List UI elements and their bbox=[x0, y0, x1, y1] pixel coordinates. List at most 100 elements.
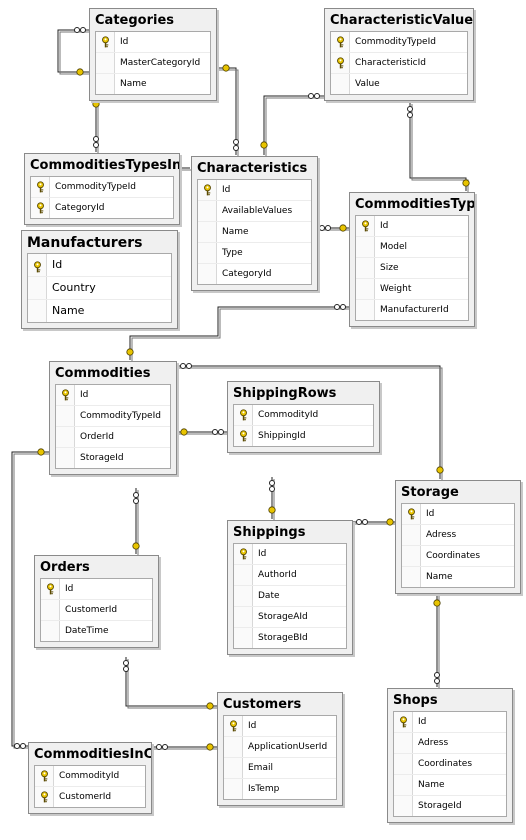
field-row-size[interactable]: Size bbox=[356, 258, 468, 279]
field-row-commoditytypeid[interactable]: CommodityTypeId bbox=[56, 406, 170, 427]
table-commoditiestypes[interactable]: CommoditiesTypesIdModelSizeWeightManufac… bbox=[349, 192, 475, 327]
field-row-id[interactable]: Id bbox=[198, 180, 311, 201]
row-selector[interactable] bbox=[224, 779, 243, 799]
field-row-adress[interactable]: Adress bbox=[402, 525, 514, 546]
field-row-model[interactable]: Model bbox=[356, 237, 468, 258]
row-selector[interactable] bbox=[41, 621, 60, 641]
field-row-coordinates[interactable]: Coordinates bbox=[402, 546, 514, 567]
row-selector[interactable] bbox=[356, 300, 375, 320]
row-selector[interactable] bbox=[96, 74, 115, 94]
field-row-id[interactable]: Id bbox=[224, 716, 336, 737]
table-title[interactable]: Orders bbox=[40, 560, 90, 575]
row-selector[interactable] bbox=[402, 546, 421, 566]
relationship-line[interactable] bbox=[177, 365, 441, 479]
field-row-weight[interactable]: Weight bbox=[356, 279, 468, 300]
field-row-categoryid[interactable]: CategoryId bbox=[198, 264, 311, 284]
field-row-customerid[interactable]: CustomerId bbox=[35, 787, 145, 807]
row-selector[interactable] bbox=[198, 243, 217, 263]
field-row-storageid[interactable]: StorageId bbox=[56, 448, 170, 468]
field-row-applicationuserid[interactable]: ApplicationUserId bbox=[224, 737, 336, 758]
table-title[interactable]: ShippingRows bbox=[233, 386, 337, 401]
field-row-orderid[interactable]: OrderId bbox=[56, 427, 170, 448]
row-selector[interactable] bbox=[56, 427, 75, 447]
field-row-id[interactable]: Id bbox=[356, 216, 468, 237]
row-selector[interactable] bbox=[234, 607, 253, 627]
table-title[interactable]: CharacteristicValues bbox=[330, 13, 474, 28]
field-row-commoditytypeid[interactable]: CommodityTypeId bbox=[331, 32, 467, 53]
field-row-name[interactable]: Name bbox=[28, 300, 171, 322]
relationship-line[interactable] bbox=[409, 102, 467, 191]
relationship-line[interactable] bbox=[57, 29, 89, 73]
row-selector[interactable] bbox=[198, 222, 217, 242]
field-row-storagebid[interactable]: StorageBId bbox=[234, 628, 346, 648]
row-selector[interactable] bbox=[56, 406, 75, 426]
relationship-line[interactable] bbox=[125, 657, 217, 707]
field-row-id[interactable]: Id bbox=[56, 385, 170, 406]
row-selector[interactable] bbox=[96, 53, 115, 73]
field-row-name[interactable]: Name bbox=[402, 567, 514, 587]
field-row-authorid[interactable]: AuthorId bbox=[234, 565, 346, 586]
field-row-istemp[interactable]: IsTemp bbox=[224, 779, 336, 799]
row-selector[interactable] bbox=[198, 201, 217, 221]
relationship-line[interactable] bbox=[263, 95, 324, 155]
row-selector[interactable] bbox=[56, 448, 75, 468]
row-selector[interactable] bbox=[356, 279, 375, 299]
field-row-type[interactable]: Type bbox=[198, 243, 311, 264]
field-row-categoryid[interactable]: CategoryId bbox=[31, 198, 173, 218]
field-row-manufacturerid[interactable]: ManufacturerId bbox=[356, 300, 468, 320]
field-row-commodityid[interactable]: CommodityId bbox=[35, 766, 145, 787]
row-selector[interactable] bbox=[224, 758, 243, 778]
field-row-availablevalues[interactable]: AvailableValues bbox=[198, 201, 311, 222]
row-selector[interactable] bbox=[394, 733, 413, 753]
field-row-customerid[interactable]: CustomerId bbox=[41, 600, 152, 621]
row-selector[interactable] bbox=[28, 300, 47, 322]
field-row-adress[interactable]: Adress bbox=[394, 733, 506, 754]
table-title[interactable]: Categories bbox=[95, 13, 175, 28]
field-row-id[interactable]: Id bbox=[394, 712, 506, 733]
row-selector[interactable] bbox=[41, 600, 60, 620]
row-selector[interactable] bbox=[28, 277, 47, 299]
field-row-commodityid[interactable]: CommodityId bbox=[234, 405, 373, 426]
field-row-name[interactable]: Name bbox=[394, 775, 506, 796]
row-selector[interactable] bbox=[224, 737, 243, 757]
row-selector[interactable] bbox=[394, 796, 413, 816]
field-row-storageaid[interactable]: StorageAId bbox=[234, 607, 346, 628]
table-title[interactable]: CommoditiesTypes bbox=[355, 197, 475, 212]
field-row-country[interactable]: Country bbox=[28, 277, 171, 300]
field-row-commoditytypeid[interactable]: CommodityTypeId bbox=[31, 177, 173, 198]
row-selector[interactable] bbox=[356, 237, 375, 257]
row-selector[interactable] bbox=[234, 628, 253, 648]
table-title[interactable]: Shops bbox=[393, 693, 438, 708]
table-title[interactable]: CommoditiesInCh bbox=[34, 747, 152, 762]
row-selector[interactable] bbox=[234, 586, 253, 606]
row-selector[interactable] bbox=[394, 775, 413, 795]
table-title[interactable]: Shippings bbox=[233, 525, 306, 540]
field-row-name[interactable]: Name bbox=[198, 222, 311, 243]
field-row-datetime[interactable]: DateTime bbox=[41, 621, 152, 641]
field-row-date[interactable]: Date bbox=[234, 586, 346, 607]
table-title[interactable]: Storage bbox=[401, 485, 459, 500]
field-row-id[interactable]: Id bbox=[28, 254, 171, 277]
field-row-mastercategoryid[interactable]: MasterCategoryId bbox=[96, 53, 210, 74]
table-title[interactable]: CommoditiesTypesInC bbox=[30, 158, 180, 173]
row-selector[interactable] bbox=[402, 567, 421, 587]
table-title[interactable]: Commodities bbox=[55, 366, 151, 381]
row-selector[interactable] bbox=[356, 258, 375, 278]
field-row-value[interactable]: Value bbox=[331, 74, 467, 94]
field-row-characteristicid[interactable]: CharacteristicId bbox=[331, 53, 467, 74]
field-row-name[interactable]: Name bbox=[96, 74, 210, 94]
relationship-line[interactable] bbox=[129, 306, 349, 360]
table-title[interactable]: Manufacturers bbox=[27, 235, 143, 251]
field-row-coordinates[interactable]: Coordinates bbox=[394, 754, 506, 775]
